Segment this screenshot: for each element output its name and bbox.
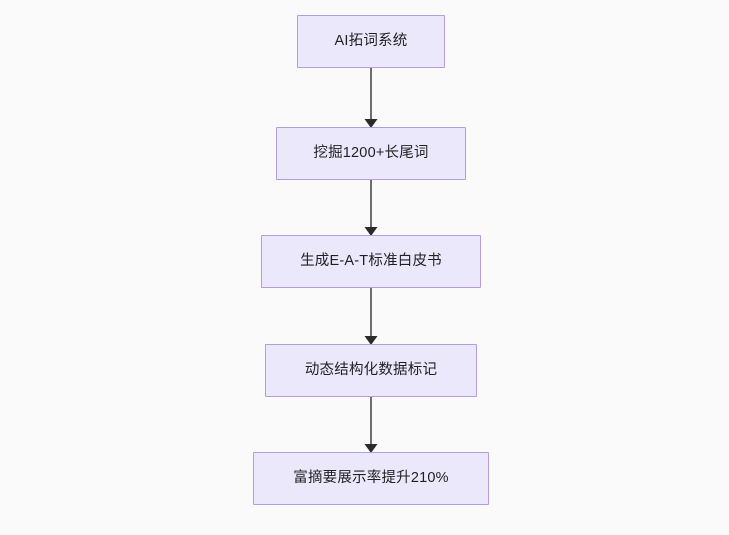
edge-node1-to-node2	[364, 68, 378, 128]
node-label: 挖掘1200+长尾词	[313, 144, 429, 161]
node-label: 富摘要展示率提升210%	[293, 469, 449, 486]
flowchart-node-ai-keyword-system[interactable]: AI拓词系统	[297, 15, 445, 68]
node-label: 生成E-A-T标准白皮书	[300, 252, 442, 269]
flowchart-node-rich-snippet-impression-lift[interactable]: 富摘要展示率提升210%	[253, 452, 489, 505]
edge-node2-to-node3	[364, 180, 378, 236]
flowchart-node-mine-longtail-keywords[interactable]: 挖掘1200+长尾词	[276, 127, 466, 180]
node-label: 动态结构化数据标记	[304, 361, 438, 378]
edge-node3-to-node4	[364, 288, 378, 345]
edge-node4-to-node5	[364, 397, 378, 453]
node-label: AI拓词系统	[334, 32, 408, 49]
flowchart-node-generate-eat-whitepaper[interactable]: 生成E-A-T标准白皮书	[261, 235, 481, 288]
flowchart-node-dynamic-structured-data-markup[interactable]: 动态结构化数据标记	[265, 344, 477, 397]
